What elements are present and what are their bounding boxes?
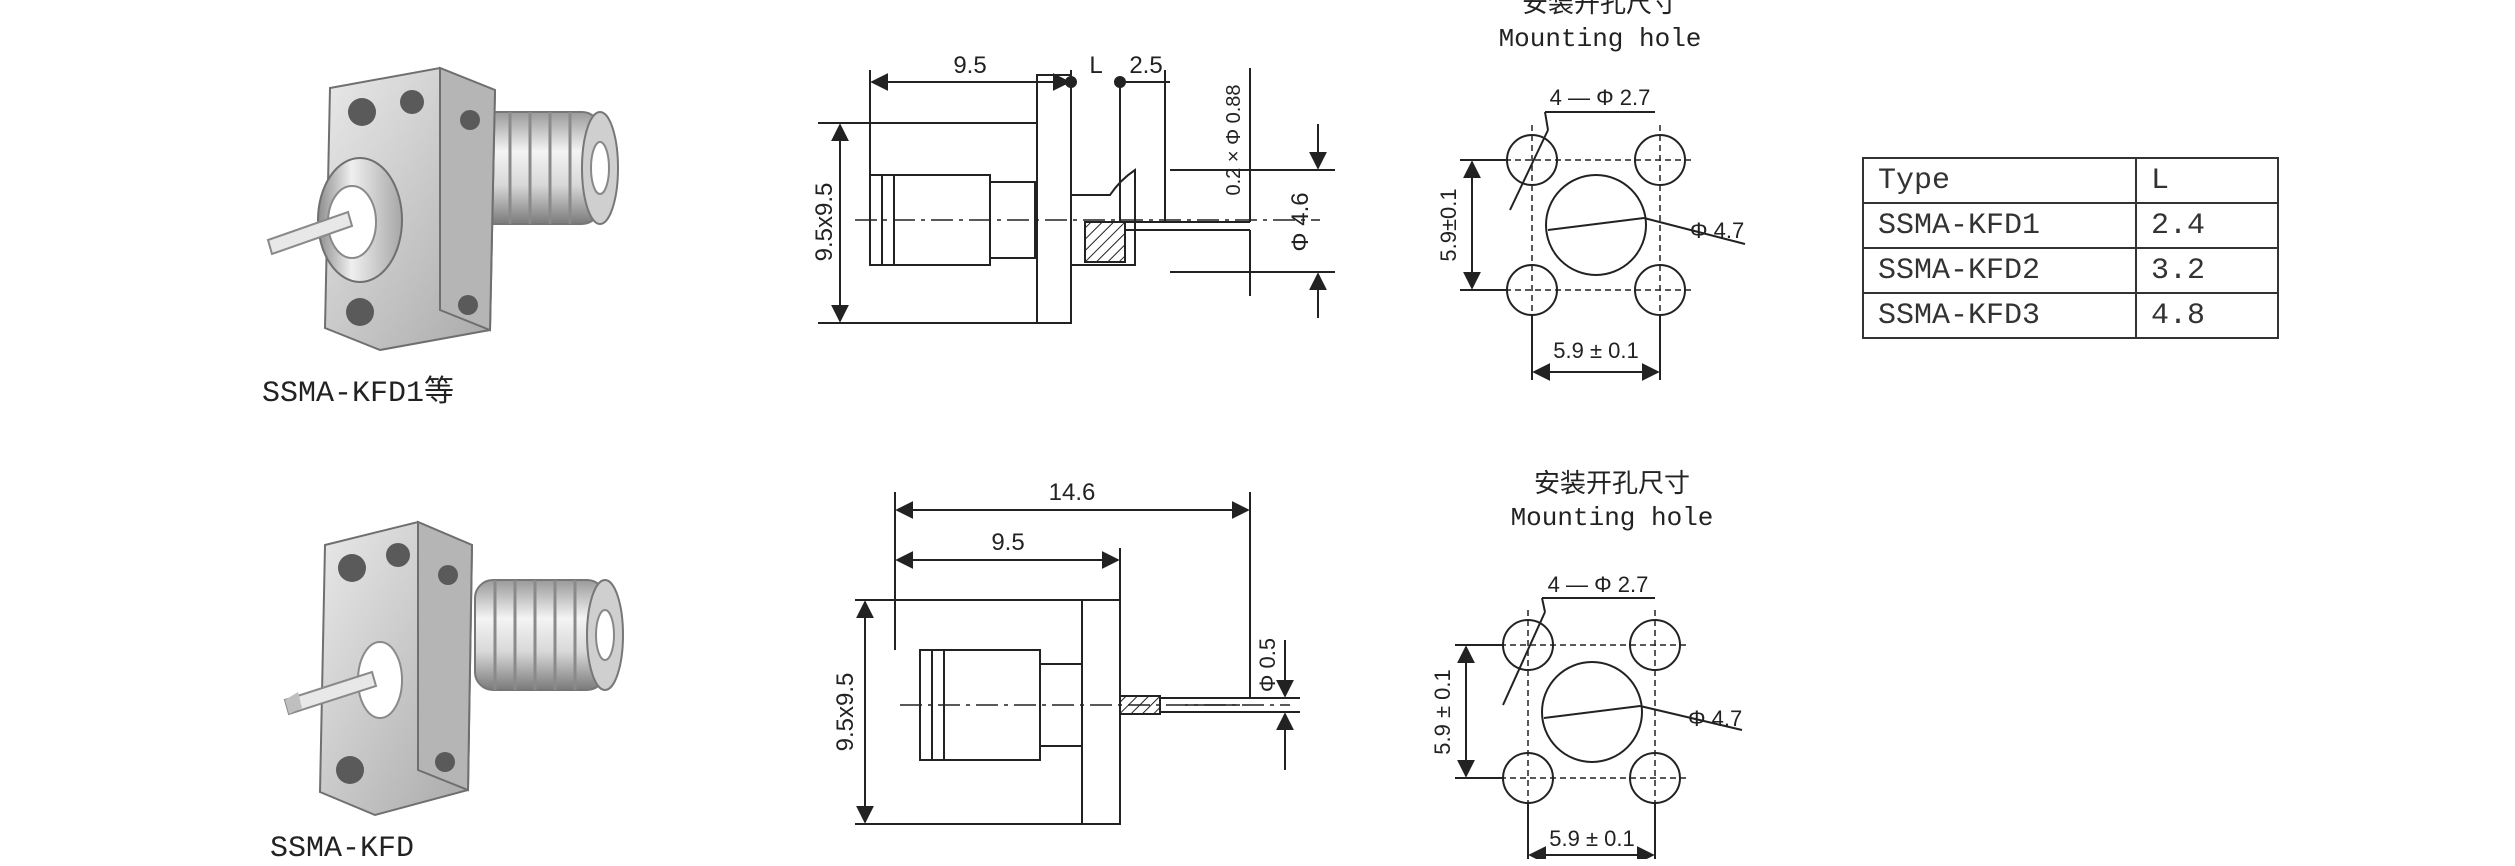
table-cell-type: SSMA-KFD1 bbox=[1862, 202, 2137, 249]
table-cell-type: SSMA-KFD3 bbox=[1862, 292, 2137, 339]
table-row: SSMA-KFD2 3.2 bbox=[1862, 247, 2279, 294]
table-cell-type: SSMA-KFD2 bbox=[1862, 247, 2137, 294]
hole-h-spacing-2: 5.9 ± 0.1 bbox=[1549, 826, 1634, 851]
dim-pin-dia-2: Φ 0.5 bbox=[1255, 638, 1280, 692]
hole-holes-2: 4 — Φ 2.7 bbox=[1548, 572, 1649, 597]
hole-v-spacing-1: 5.9±0.1 bbox=[1436, 188, 1461, 261]
dim-pin-dia-1: 0.2 × Φ 0.88 bbox=[1223, 84, 1245, 195]
dim-l-1: L bbox=[1089, 52, 1102, 79]
dim-pin-len-1: 2.5 bbox=[1129, 52, 1162, 79]
spec-table: Type L SSMA-KFD1 2.4 SSMA-KFD2 3.2 SSMA-… bbox=[1862, 157, 2279, 339]
hole-title-en-1: Mounting hole bbox=[1499, 24, 1702, 54]
table-cell-l: 4.8 bbox=[2135, 292, 2279, 339]
table-row: SSMA-KFD3 4.8 bbox=[1862, 292, 2279, 339]
hole-title-cn-2: 安装开孔尺寸 bbox=[1534, 469, 1690, 498]
dim-flange-2: 9.5x9.5 bbox=[832, 673, 859, 752]
table-header-l: L bbox=[2135, 157, 2279, 204]
connector-photo-1 bbox=[266, 66, 619, 352]
caption-2: SSMA-KFD bbox=[270, 832, 415, 866]
dimension-drawing-2 bbox=[855, 492, 1300, 825]
dim-flange-1: 9.5x9.5 bbox=[811, 183, 838, 262]
hole-title-cn-1: 安装开孔尺寸 bbox=[1522, 0, 1678, 18]
dim-total-2: 14.6 bbox=[1049, 479, 1096, 506]
hole-holes-1: 4 — Φ 2.7 bbox=[1550, 85, 1651, 110]
connector-photo-2 bbox=[283, 520, 624, 817]
caption-1: SSMA-KFD1等 bbox=[262, 377, 455, 411]
hole-title-en-2: Mounting hole bbox=[1511, 503, 1714, 533]
mounting-hole-pattern-1 bbox=[1460, 111, 1746, 381]
table-header-row: Type L bbox=[1862, 157, 2279, 204]
dim-dia-1: Φ 4.6 bbox=[1287, 192, 1314, 251]
hole-center-2: Φ 4.7 bbox=[1688, 706, 1742, 731]
table-cell-l: 2.4 bbox=[2135, 202, 2279, 249]
table-cell-l: 3.2 bbox=[2135, 247, 2279, 294]
mounting-hole-pattern-2 bbox=[1455, 597, 1743, 859]
hole-v-spacing-2: 5.9 ± 0.1 bbox=[1430, 669, 1455, 754]
dim-length-1: 9.5 bbox=[953, 52, 986, 79]
table-header-type: Type bbox=[1862, 157, 2137, 204]
table-row: SSMA-KFD1 2.4 bbox=[1862, 202, 2279, 249]
dim-length-2: 9.5 bbox=[991, 529, 1024, 556]
dimension-drawing-1 bbox=[818, 68, 1335, 324]
hole-h-spacing-1: 5.9 ± 0.1 bbox=[1553, 338, 1638, 363]
hole-center-1: Φ 4.7 bbox=[1690, 218, 1744, 243]
